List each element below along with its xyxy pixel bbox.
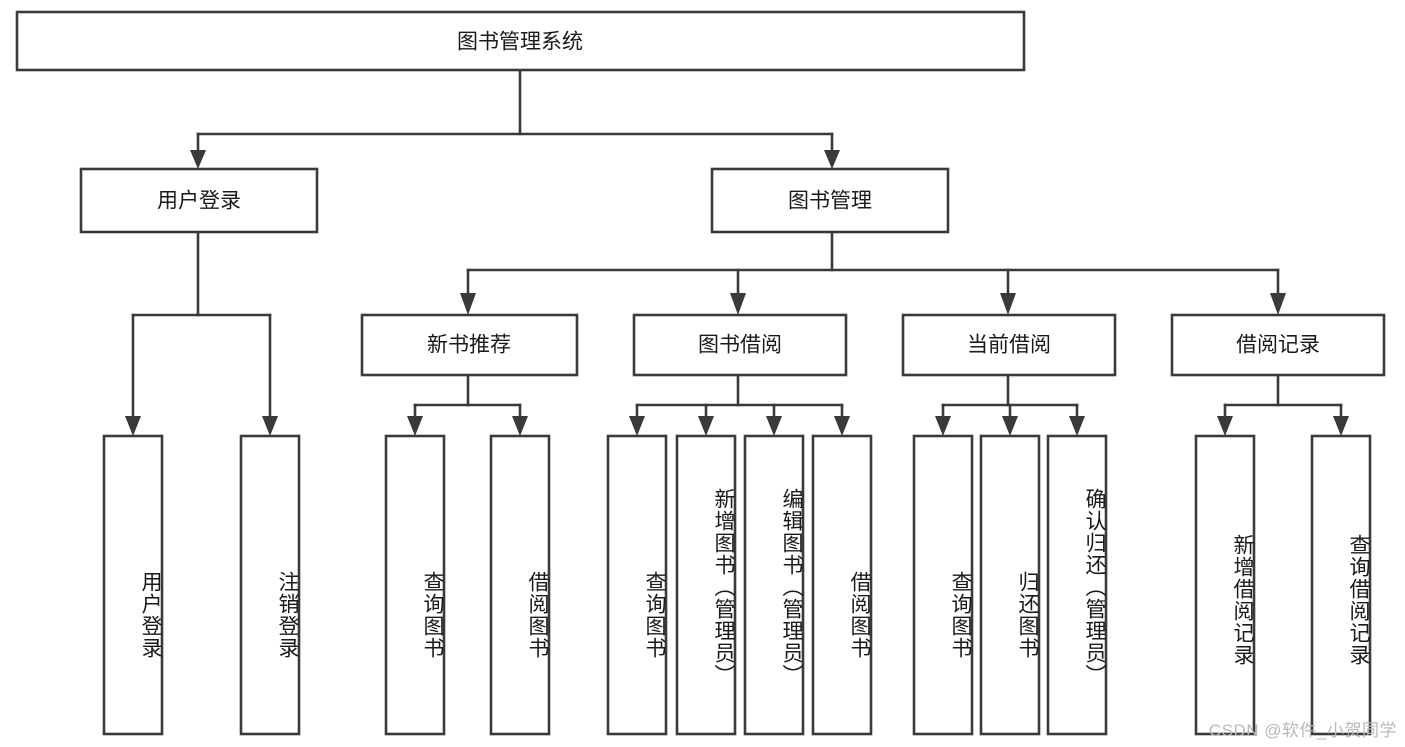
node-new-book-recommend[interactable] — [360, 313, 579, 377]
arrow-head-icon — [1069, 416, 1085, 436]
arrow-head-icon — [460, 293, 476, 315]
node-user-login[interactable] — [79, 167, 319, 234]
node-book-management-label: 图书管理 — [788, 190, 872, 213]
connector-newbook-to-leaves — [407, 373, 528, 436]
arrow-head-icon — [1002, 416, 1018, 436]
leaf-add-borrow-record[interactable] — [1194, 434, 1256, 736]
arrow-head-icon — [1333, 416, 1349, 436]
node-new-book-recommend-label: 新书推荐 — [427, 334, 511, 357]
arrow-head-icon — [125, 416, 141, 436]
arrow-head-icon — [629, 416, 645, 436]
node-book-management[interactable] — [710, 167, 950, 234]
node-borrow-records-label: 借阅记录 — [1236, 334, 1320, 357]
leaf-query-borrow-record[interactable] — [1310, 434, 1372, 736]
arrow-head-icon — [935, 416, 951, 436]
arrow-head-icon — [407, 416, 423, 436]
node-root-label: 图书管理系统 — [457, 31, 583, 54]
arrow-head-icon — [698, 416, 714, 436]
arrow-head-icon — [834, 416, 850, 436]
arrow-head-icon — [190, 150, 206, 169]
leaf-return-book[interactable] — [979, 434, 1041, 736]
arrow-head-icon — [824, 150, 840, 169]
connector-currentborrow-to-leaves — [935, 373, 1085, 436]
node-current-borrow[interactable] — [901, 313, 1117, 377]
leaf-query-book-current[interactable] — [912, 434, 974, 736]
leaf-query-book-recommend[interactable] — [384, 434, 446, 736]
leaf-borrow-book-recommend[interactable] — [489, 434, 551, 736]
leaf-add-book-admin[interactable] — [675, 434, 737, 736]
arrow-head-icon — [1270, 293, 1286, 315]
connector-root-to-level2 — [190, 68, 840, 169]
leaf-logout-login[interactable] — [239, 434, 301, 736]
connector-userlogin-to-leaves — [125, 230, 278, 436]
node-book-borrow-label: 图书借阅 — [698, 334, 782, 357]
node-book-borrow[interactable] — [632, 313, 848, 377]
leaf-edit-book-admin[interactable] — [743, 434, 805, 736]
arrow-head-icon — [1217, 416, 1233, 436]
leaf-user-login[interactable] — [102, 434, 164, 736]
connector-bookmgmt-to-level3 — [460, 230, 1286, 315]
arrow-head-icon — [1000, 293, 1016, 315]
arrow-head-icon — [730, 293, 746, 315]
connector-bookborrow-to-leaves — [629, 373, 850, 436]
node-borrow-records[interactable] — [1170, 313, 1386, 377]
node-root[interactable] — [15, 10, 1026, 72]
arrow-head-icon — [262, 416, 278, 436]
arrow-head-icon — [512, 416, 528, 436]
leaf-query-book-borrow[interactable] — [606, 434, 668, 736]
connector-borrowrecords-to-leaves — [1217, 373, 1349, 436]
csdn-watermark: CSDN @软件_小贺同学 — [1208, 721, 1397, 740]
node-user-login-label: 用户登录 — [157, 190, 241, 213]
leaf-confirm-return-admin[interactable] — [1046, 434, 1108, 736]
node-current-borrow-label: 当前借阅 — [967, 334, 1051, 357]
arrow-head-icon — [766, 416, 782, 436]
leaf-borrow-book[interactable] — [811, 434, 873, 736]
